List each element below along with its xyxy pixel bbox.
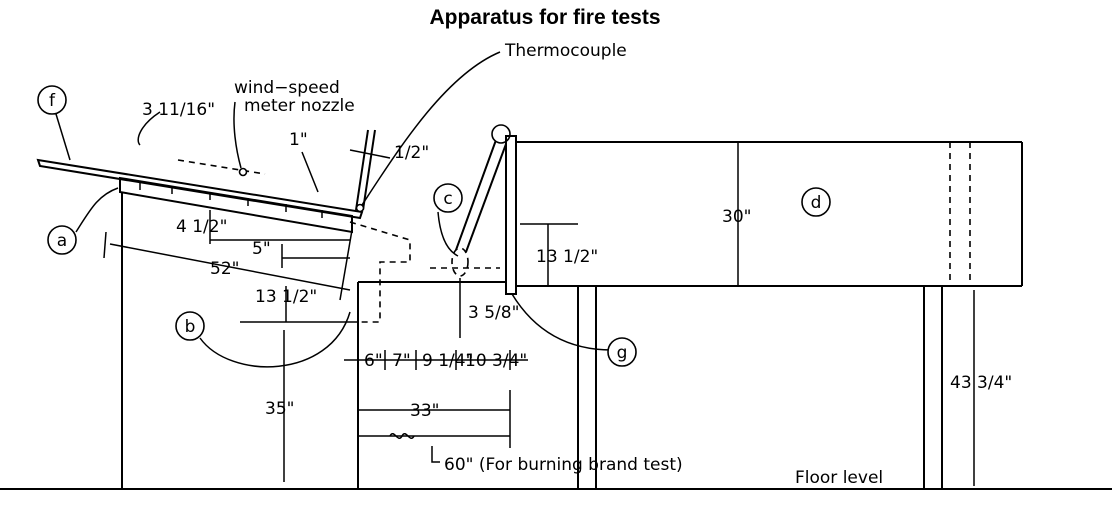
dim-33-inch: 33" <box>410 401 439 421</box>
wind-meter-nozzle <box>238 167 248 177</box>
thermocouple-label: Thermocouple <box>504 41 627 61</box>
wind-meter-line <box>177 159 266 175</box>
wind-speed-label: wind−speed <box>234 78 340 98</box>
dim-9-1-4: 9 1/4" <box>422 351 473 371</box>
burner-arm <box>455 139 497 251</box>
deck-plank-f <box>36 158 364 220</box>
dim-4-1-2: 4 1/2" <box>176 217 227 237</box>
thermocouple-point <box>355 203 365 213</box>
brand-test-label: 60" (For burning brand test) <box>444 455 683 475</box>
dim-13-1-2-right: 13 1/2" <box>536 247 598 267</box>
dim-10-3-4: 10 3/4" <box>465 351 527 371</box>
meter-nozzle-label: meter nozzle <box>244 96 355 116</box>
part-circle-f <box>37 85 67 115</box>
part-label-f: f <box>49 91 56 111</box>
dim-35-inch: 35" <box>265 399 294 419</box>
part-circle-c <box>433 183 463 213</box>
dim-52-inch: 52" <box>210 259 239 279</box>
dim-6-inch: 6" <box>364 351 383 371</box>
dim-43-3-4: 43 3/4" <box>950 373 1012 393</box>
part-label-d: d <box>811 193 822 213</box>
dim-3-5-8: 3 5/8" <box>468 303 519 323</box>
part-circle-b <box>175 311 205 341</box>
floor-level-label: Floor level <box>795 468 883 488</box>
dim-half-inch: 1/2" <box>394 143 429 163</box>
part-circle-a <box>47 225 77 255</box>
nozzle-pipe <box>355 129 369 211</box>
part-label-g: g <box>617 343 628 363</box>
dim-3-11-16: 3 11/16" <box>142 100 215 120</box>
part-label-a: a <box>57 231 67 251</box>
part-circle-d <box>801 187 831 217</box>
dim-5-inch: 5" <box>252 239 271 259</box>
dim-7-inch: 7" <box>392 351 411 371</box>
burner-element <box>451 247 469 277</box>
dim-30-inch: 30" <box>722 207 751 227</box>
part-label-b: b <box>185 317 196 337</box>
diagram-title: Apparatus for fire tests <box>429 6 660 29</box>
part-label-c: c <box>443 189 452 209</box>
part-circle-g <box>607 337 637 367</box>
tunnel-flange <box>505 135 517 295</box>
dim-1-inch: 1" <box>289 130 308 150</box>
hinge-pivot <box>491 124 511 144</box>
dim-52-line <box>109 243 351 291</box>
air-duct-b <box>349 221 411 323</box>
